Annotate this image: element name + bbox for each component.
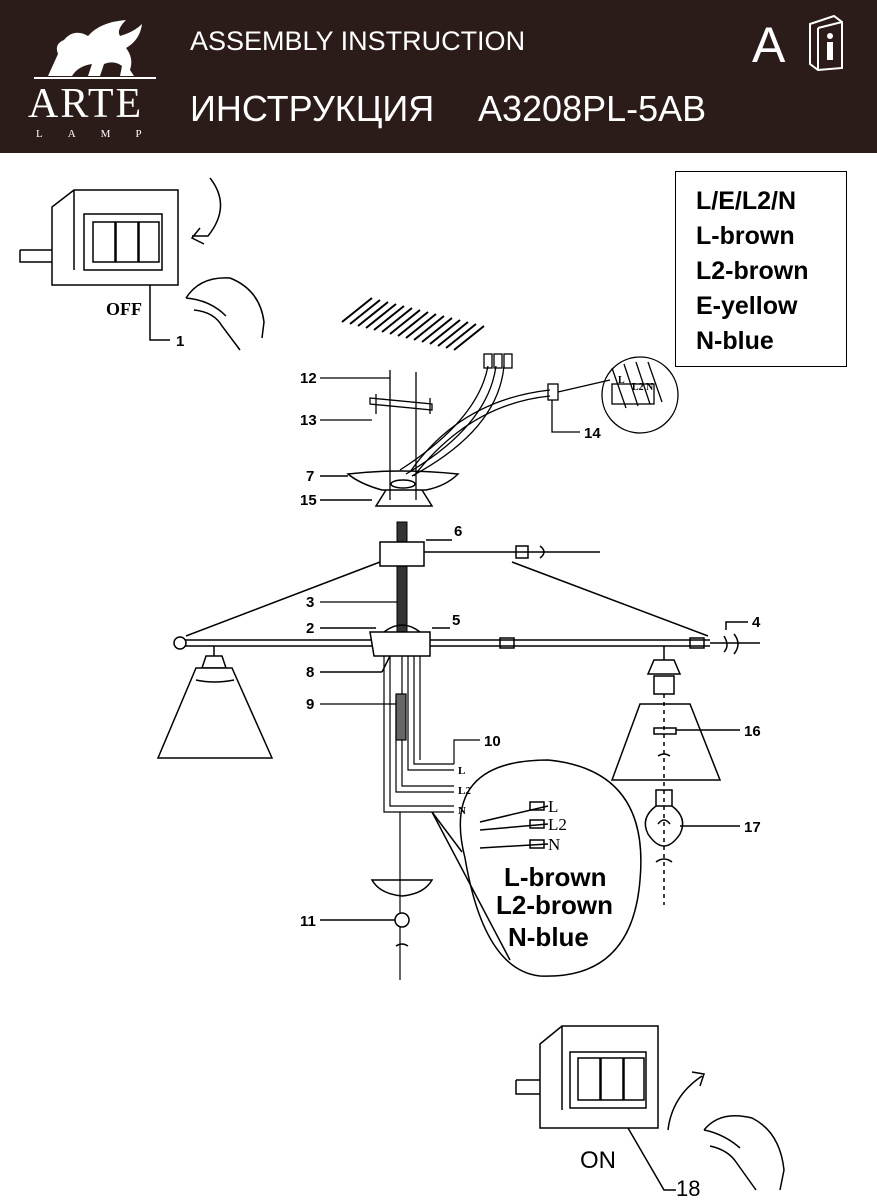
wire-tag-l2: L2 [458,785,471,797]
callout-number: 18 [676,1176,700,1200]
legend-line: L/E/L2/N [696,187,797,215]
ceiling-hatch [341,297,485,351]
zoom-label-l2: L2 [548,815,567,834]
book-info-icon [809,14,843,72]
callout-number: 1 [176,333,184,350]
legend-line: E-yellow [696,292,798,320]
legend-line: L-brown [696,222,795,250]
left-lamp-shade [156,646,274,759]
legend-line: L2-brown [696,257,809,285]
brand-name: ARTE [28,81,144,127]
callout-number: 4 [752,614,761,631]
light-bulb-icon [644,789,740,847]
switch-off-illustration [19,177,265,351]
legend-line: N-blue [696,327,774,355]
switch-on-illustration [515,1025,785,1191]
zoom-color-line: L-brown [504,862,607,892]
canopy [320,470,460,507]
right-lamp-shade [610,646,740,905]
zoom-color-line: L2-brown [496,890,613,920]
wire-tag-l: L [458,765,465,777]
callout-number: 14 [584,425,601,442]
callout-number: 16 [744,723,761,740]
terminal-block-zoom [601,356,679,434]
upper-hub [185,539,709,637]
bottom-finial [320,879,434,947]
callout-number: 10 [484,733,501,750]
language-badge: A [752,17,786,73]
callout-number: 6 [454,523,462,540]
title-english: ASSEMBLY INSTRUCTION [190,26,526,56]
callout-number: 17 [744,819,761,836]
terminal-label-n: N [646,382,654,393]
terminal-label-l2: L2 [632,382,644,393]
zoom-color-line: N-blue [508,922,589,952]
internal-wires [320,656,480,980]
callout-number: 7 [306,468,314,485]
header-banner: ARTE LAMP ASSEMBLY INSTRUCTION ИНСТРУКЦИ… [0,0,877,153]
zoom-label-l: L [548,797,558,816]
callout-number: 2 [306,620,314,637]
callout-number: 13 [300,412,317,429]
griffin-logo-icon [34,20,156,79]
ceiling-wires [399,353,611,477]
callout-number: 15 [300,492,317,509]
callout-number: 9 [306,696,314,713]
callout-number: 11 [300,913,316,930]
wire-color-legend: L/E/L2/N L-brown L2-brown E-yellow N-blu… [675,171,847,367]
terminal-label-l: L [618,375,625,386]
callout-number: 12 [300,370,317,387]
model-number: A3208PL-5AB [478,88,707,129]
switch-on-label: ON [580,1147,616,1174]
zoom-label-n: N [548,835,560,854]
callout-number: 5 [452,612,460,629]
brand-subtitle: LAMP [36,128,167,140]
lower-crossbar [173,621,760,673]
threaded-stem [320,521,408,635]
callout-number: 3 [306,594,314,611]
switch-off-label: OFF [106,299,142,319]
title-russian: ИНСТРУКЦИЯ [190,88,435,129]
callout-number: 8 [306,664,314,681]
wire-zoom-callout [431,759,642,977]
mounting-bracket [320,370,433,500]
